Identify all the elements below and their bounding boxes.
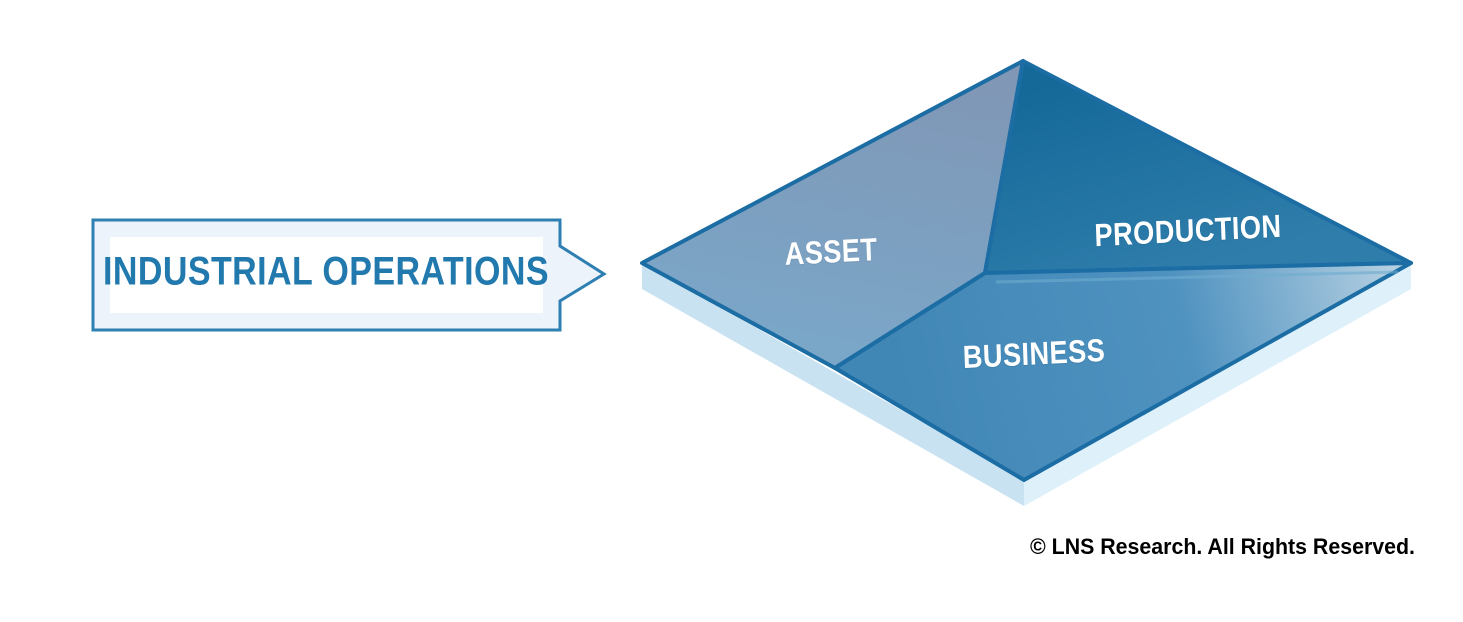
callout-inner-box (110, 237, 543, 313)
platform-side-right (1024, 263, 1411, 506)
business-face-label: BUSINESS (962, 331, 1106, 376)
divider-highlight (995, 270, 1399, 284)
asset-face-label: ASSET (783, 231, 879, 272)
callout-label: INDUSTRIAL OPERATIONS (103, 249, 549, 294)
platform-side-left (642, 263, 1024, 506)
business-face (833, 261, 1413, 482)
copyright-notice: © LNS Research. All Rights Reserved. (1030, 534, 1415, 559)
